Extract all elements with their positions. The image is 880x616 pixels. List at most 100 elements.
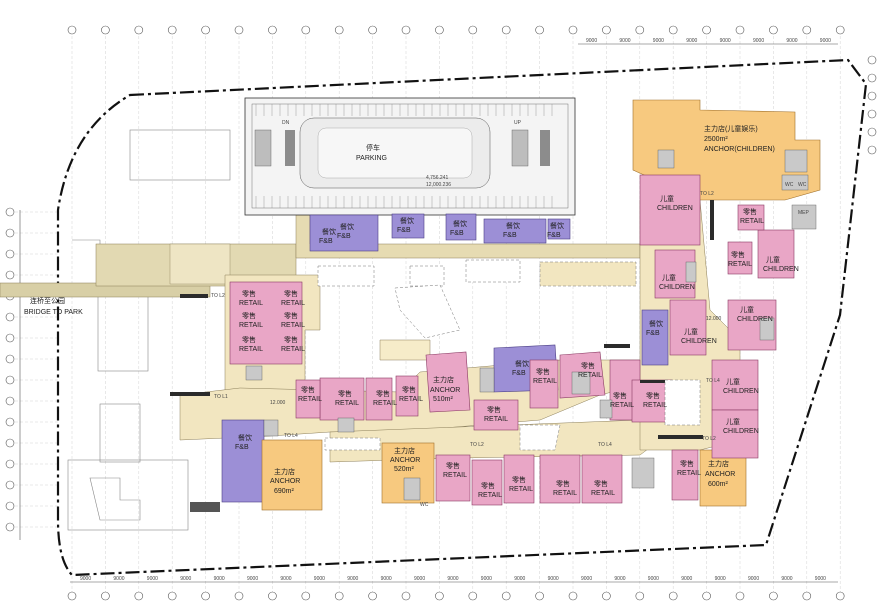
dimension-label: 9000 xyxy=(686,38,697,44)
retail-label-en: RETAIL xyxy=(553,490,577,497)
children-label-en: CHILDREN xyxy=(681,338,717,345)
grid-bubble-bottom xyxy=(602,591,611,601)
retail-label-en: RETAIL xyxy=(443,472,467,479)
dimension-label: 9000 xyxy=(381,576,392,582)
fnb-label-en: F&B xyxy=(503,232,517,239)
fnb-label-en: F&B xyxy=(646,330,660,337)
fnb-label-cn: 餐饮 xyxy=(453,219,467,228)
grid-bubble-right xyxy=(867,73,877,83)
children-label-en: CHILDREN xyxy=(737,316,773,323)
retail-unit-m2 xyxy=(365,377,393,421)
dimension-label: 9000 xyxy=(815,576,826,582)
grid-bubble-top xyxy=(268,25,277,35)
retail-label-en: RETAIL xyxy=(399,396,423,403)
voids xyxy=(317,259,701,451)
anchor-510-label-en: ANCHOR xyxy=(430,387,460,394)
retail-label-cn: 零售 xyxy=(680,459,694,468)
grid-bubble-bottom xyxy=(134,591,144,601)
retail-label-en: RETAIL xyxy=(478,492,502,499)
grid-bubble-top xyxy=(368,25,377,35)
anchor-510-area: 510m² xyxy=(433,396,454,403)
wc-label-south: WC xyxy=(420,502,429,508)
retail-label-en: RETAIL xyxy=(740,218,764,225)
retail-label-en: RETAIL xyxy=(591,490,615,497)
anchor-510-label-cn: 主力店 xyxy=(433,375,454,384)
to-l4-south: TO L4 xyxy=(598,442,612,448)
escalators xyxy=(170,200,714,512)
retail-label-cn: 零售 xyxy=(402,385,416,394)
dimension-label: 9000 xyxy=(581,576,592,582)
retail-label-cn: 零售 xyxy=(284,311,298,320)
retail-label-cn: 零售 xyxy=(242,311,256,320)
grid-bubble-bottom xyxy=(769,591,778,601)
to-l2-east: TO L2 xyxy=(702,436,716,442)
grid-bubble-top xyxy=(334,25,344,35)
grid-bubble-bottom xyxy=(268,591,277,601)
children-label-cn: 儿童 xyxy=(662,273,676,282)
grid-bubble-left xyxy=(5,522,15,532)
grid-bubble-right xyxy=(867,55,877,65)
grid-bubble-top xyxy=(468,25,478,35)
grid-bubble-top xyxy=(735,25,745,35)
grid-bubble-bottom xyxy=(67,591,77,601)
retail-label-cn: 零售 xyxy=(512,475,526,484)
grid-bubble-bottom xyxy=(735,591,745,601)
retail-label-cn: 零售 xyxy=(338,389,352,398)
retail-label-en: RETAIL xyxy=(509,486,533,493)
fnb-unit-a xyxy=(309,214,379,252)
grid-bubble-top xyxy=(668,25,678,35)
dimension-label: 9000 xyxy=(715,576,726,582)
fnb-label-en: F&B xyxy=(512,370,526,377)
grid-bubble-bottom xyxy=(668,591,678,601)
retail-label-en: RETAIL xyxy=(239,300,263,307)
children-unit-f xyxy=(711,359,759,411)
dimension-label: 9000 xyxy=(113,576,124,582)
grid-bubble-top xyxy=(67,25,77,35)
grid-bubble-left xyxy=(5,396,15,406)
retail-label-cn: 零售 xyxy=(581,361,595,370)
grid-bubble-left xyxy=(5,501,15,511)
grid-bubble-top xyxy=(535,25,544,35)
dimension-label: 9000 xyxy=(820,38,831,44)
dimension-label: 9000 xyxy=(414,576,425,582)
fnb-label-cn: 餐饮 xyxy=(649,319,663,328)
retail-label-cn: 零售 xyxy=(743,207,757,216)
retail-label-en: RETAIL xyxy=(373,400,397,407)
grid-bubble-left xyxy=(5,417,15,427)
fnb-label-en: F&B xyxy=(450,230,464,237)
grid-bubble-right xyxy=(867,109,877,119)
grid-bubble-top xyxy=(401,25,411,35)
grid-bubble-top xyxy=(835,25,845,35)
grid-bubble-left xyxy=(5,480,15,490)
retail-cluster-west xyxy=(229,281,303,365)
grid-bubble-left xyxy=(5,228,15,238)
anchor-510-unit xyxy=(425,351,471,413)
retail-unit-ne xyxy=(737,204,765,231)
grid-bubble-bottom xyxy=(835,591,845,601)
retail-label-en: RETAIL xyxy=(335,400,359,407)
fnb-label-cn: 餐饮 xyxy=(400,216,414,225)
grid-bubble-bottom xyxy=(501,591,511,601)
grid-bubble-top xyxy=(301,25,311,35)
dimension-label: 9000 xyxy=(781,576,792,582)
anchor-520-label-cn: 主力店 xyxy=(394,446,415,455)
to-l1-west: TO L1 xyxy=(214,394,228,400)
grid-bubbles-top xyxy=(67,25,845,35)
grid-bubble-top xyxy=(769,25,778,35)
fnb-label-cn: 餐饮 xyxy=(238,433,252,442)
dimension-label: 9000 xyxy=(147,576,158,582)
dimension-label: 9000 xyxy=(648,576,659,582)
retail-label-cn: 零售 xyxy=(731,250,745,259)
grid-bubble-top xyxy=(435,25,444,35)
children-unit-a xyxy=(639,174,701,246)
fnb-unit-h xyxy=(641,309,669,366)
grid-bubble-bottom xyxy=(234,591,244,601)
grid-bubbles-bottom xyxy=(67,591,845,601)
fnb-label-en: F&B xyxy=(547,232,561,239)
retail-label-en: RETAIL xyxy=(239,322,263,329)
anchor-children-label-en: ANCHOR(CHILDREN) xyxy=(704,146,775,153)
grid-bubble-bottom xyxy=(301,591,311,601)
retail-units xyxy=(229,174,795,506)
retail-label-en: RETAIL xyxy=(728,261,752,268)
